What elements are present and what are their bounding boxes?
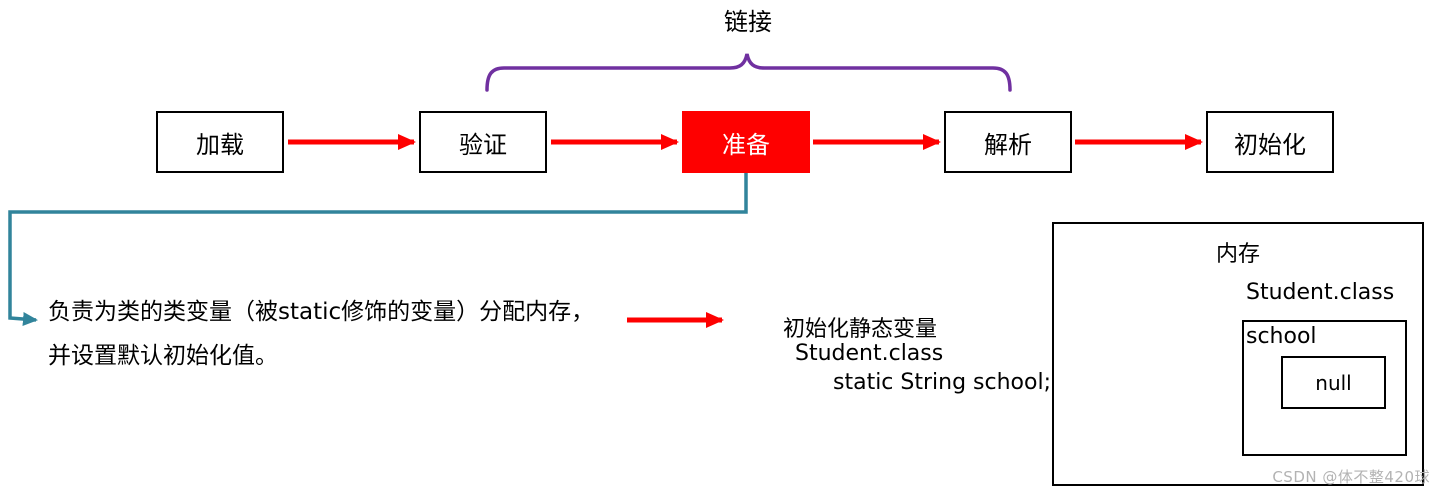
init-note-line1: 初始化静态变量 [783, 317, 938, 342]
stage-box-resolve: 解析 [944, 111, 1072, 173]
stage-label-resolve: 解析 [984, 130, 1032, 159]
stage-label-load: 加载 [196, 130, 244, 159]
stage-box-prepare: 准备 [682, 111, 810, 173]
field-name-label: school [1246, 324, 1317, 349]
memory-class-name: Student.class [1246, 280, 1395, 305]
init-note-line2: Student.class [795, 341, 944, 366]
stage-label-prepare: 准备 [722, 130, 770, 159]
field-box-school: school null [1242, 320, 1407, 456]
stage-box-initialize: 初始化 [1206, 111, 1334, 173]
prepare-note-line1: 负责为类的类变量（被static修饰的变量）分配内存， [48, 299, 595, 325]
link-brace [485, 53, 1012, 92]
field-value-box: null [1281, 356, 1386, 409]
stage-box-verify: 验证 [419, 111, 547, 173]
memory-title: 内存 [1215, 242, 1260, 267]
init-note-line3: static String school; [833, 370, 1051, 395]
stage-label-verify: 验证 [459, 130, 507, 159]
stage-label-initialize: 初始化 [1234, 130, 1306, 159]
link-phase-label: 链接 [724, 8, 772, 36]
prepare-note-line2: 并设置默认初始化值。 [48, 343, 278, 369]
stage-box-load: 加载 [156, 111, 284, 173]
watermark: CSDN @体不整420球 [1272, 468, 1430, 486]
memory-box: 内存 Student.class school null [1052, 222, 1424, 486]
field-value-label: null [1315, 370, 1352, 395]
